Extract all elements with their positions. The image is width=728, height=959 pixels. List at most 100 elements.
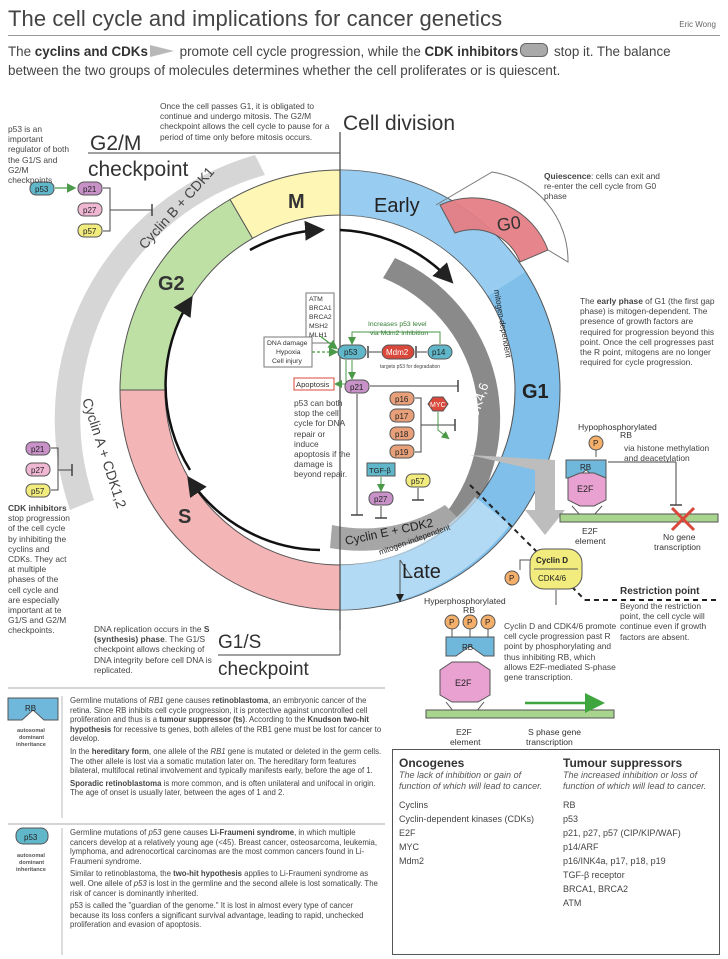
rb-hyper: RB: [462, 643, 473, 652]
g1s-label-1: G1/S: [218, 632, 261, 653]
g2m-label-2: checkpoint: [88, 158, 189, 181]
hypo-label-1: Hypophosphorylated: [578, 422, 657, 432]
oncogene-title: Oncogenes: [399, 756, 465, 770]
note-quiescence: Quiescence: cells can exit and re-enter …: [544, 171, 660, 202]
oncogene-table: Oncogenes The lack of inhibition or gain…: [392, 749, 720, 955]
no-gene-1: No gene: [663, 532, 696, 542]
e2f-element2-2: element: [450, 737, 481, 747]
ts-subtitle: The increased inhibition or loss of func…: [563, 770, 707, 791]
phase-g0-segment: [439, 197, 549, 263]
cyclin-e-arc: [330, 505, 460, 551]
p53-panel-label: p53: [24, 833, 38, 842]
list-item: MYC: [399, 842, 419, 852]
g1s-label-2: checkpoint: [218, 659, 310, 680]
list-item: BRCA1, BRCA2: [563, 884, 629, 894]
ts-title: Tumour suppressors: [563, 756, 683, 770]
p27-center: p27: [374, 495, 388, 504]
tgf-beta: TGF-β: [369, 466, 391, 475]
rb-inherit-2: dominant: [19, 735, 44, 741]
rb-hypo: RB: [580, 463, 591, 472]
hypo-label-2: RB: [620, 430, 632, 440]
hyper-label-2: RB: [463, 605, 475, 615]
gene-mlh1: MLH1: [309, 332, 327, 339]
phosphate-1: P: [449, 618, 454, 627]
cdk46-label: CDK4/6: [538, 574, 567, 583]
dna-damage: DNA damage: [267, 340, 308, 347]
phosphate-3: P: [485, 618, 490, 627]
cyclin-d-arc: [383, 258, 501, 530]
rb-genetics-text: Germline mutations of RB1 gene causes re…: [70, 696, 382, 798]
phase-g1-label: G1: [522, 381, 549, 403]
cell-injury: Cell injury: [272, 358, 302, 365]
phase-s-label: S: [178, 506, 191, 528]
intro-text: The cyclins and CDKs promote cell cycle …: [8, 43, 671, 78]
e2f-hypo: E2F: [577, 484, 594, 494]
gene-msh2: MSH2: [309, 323, 328, 330]
rb-inherit-1: autosomal: [17, 728, 45, 734]
p57-bottom: p57: [31, 487, 45, 496]
hyper-label-1: Hyperphosphorylated: [424, 596, 506, 606]
phosphate-hypo: P: [593, 439, 598, 448]
g2m-label-1: G2/M: [90, 132, 141, 155]
via-mdm2: via Mdm2 inhibition: [370, 330, 428, 337]
targets-p53: targets p53 for degradation: [380, 364, 440, 370]
p53-genetics-text: Germline mutations of p53 gene causes Li…: [70, 828, 378, 930]
p53-left: p53: [35, 185, 49, 194]
list-item: Cyclins: [399, 800, 429, 810]
author: Eric Wong: [679, 20, 716, 29]
e2f-hyper: E2F: [455, 678, 472, 688]
rb-panel-label: RB: [25, 704, 36, 713]
ts-list: RB p53 p21, p27, p57 (CIP/KIP/WAF) p14/A…: [563, 798, 713, 910]
note-restriction: Beyond the restriction point, the cell c…: [620, 601, 707, 642]
increases-p53: Increases p53 level: [368, 321, 427, 328]
list-item: E2F: [399, 828, 416, 838]
note-p53-regulator: p53 is an important regulator of both th…: [8, 124, 69, 186]
gene-brca2: BRCA2: [309, 314, 332, 321]
oncogene-subtitle: The lack of inhibition or gain of functi…: [399, 770, 543, 791]
cyclin-b-arc: [54, 155, 265, 510]
note-p53-stop: p53 can both stop the cell cycle for DNA…: [294, 398, 351, 480]
p16: p16: [395, 395, 409, 404]
p14: p14: [432, 348, 446, 357]
list-item: Mdm2: [399, 856, 425, 866]
hypoxia: Hypoxia: [276, 349, 301, 356]
list-item: ATM: [563, 898, 582, 908]
list-item: p53: [563, 814, 579, 824]
p57-top: p57: [83, 227, 97, 236]
p53-inherit-3: inheritance: [16, 867, 46, 873]
oncogene-column: Oncogenes The lack of inhibition or gain…: [399, 756, 549, 868]
tumour-suppressor-column: Tumour suppressors The increased inhibit…: [563, 756, 713, 910]
note-g2m: Once the cell passes G1, it is obligated…: [160, 101, 330, 142]
list-item: p14/ARF: [563, 842, 599, 852]
note-early-phase: The early phase of G1 (the first gap pha…: [580, 296, 715, 368]
myc: MYC: [430, 402, 446, 409]
phase-g2-label: G2: [158, 273, 185, 295]
list-item: p16/INK4a, p17, p18, p19: [563, 856, 666, 866]
p18: p18: [395, 430, 409, 439]
p21-center: p21: [350, 383, 364, 392]
p17: p17: [395, 412, 409, 421]
phase-s-segment: [119, 389, 341, 611]
phase-early-label: Early: [374, 195, 420, 217]
page-title: The cell cycle and implications for canc…: [8, 6, 503, 31]
s-phase-2: transcription: [526, 737, 573, 747]
list-item: p21, p27, p57 (CIP/KIP/WAF): [563, 828, 681, 838]
p21-bottom: p21: [31, 445, 45, 454]
e2f-element2-1: E2F: [456, 727, 472, 737]
p19: p19: [395, 448, 409, 457]
e2f-element-2: element: [575, 536, 606, 546]
phase-late-label: Late: [402, 561, 441, 583]
p21-top: p21: [83, 185, 97, 194]
phase-late-highlight: [340, 497, 510, 610]
note-cyclin-d-promote: Cyclin D and CDK4/6 promote cell cycle p…: [504, 621, 617, 683]
p27-top: p27: [83, 206, 97, 215]
phosphate-cyclind: P: [509, 574, 514, 583]
phase-g0-label: G0: [496, 212, 523, 235]
p57-center: p57: [411, 477, 425, 486]
note-dna-replication: DNA replication occurs in the S (synthes…: [94, 624, 212, 675]
e2f-element-1: E2F: [582, 526, 598, 536]
list-item: Cyclin-dependent kinases (CDKs): [399, 814, 535, 824]
no-gene-2: transcription: [654, 542, 701, 552]
p53-center: p53: [344, 348, 358, 357]
